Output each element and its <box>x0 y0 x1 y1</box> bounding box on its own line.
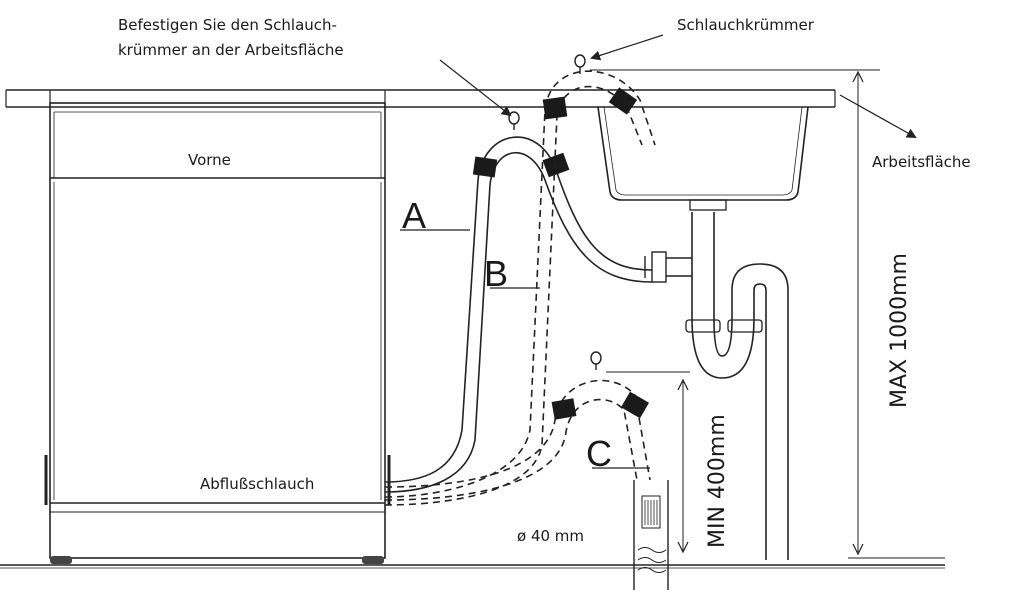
drain-spigot-connector <box>644 251 692 283</box>
max-height-label: MAX 1000mm <box>887 253 912 408</box>
hose-a-clamps <box>472 152 570 178</box>
attach-hose-bend-label-line2: krümmer an der Arbeitsfläche <box>118 41 344 59</box>
siphon-trap <box>685 212 789 560</box>
min-height-dimension <box>606 371 690 554</box>
hose-option-b-label: B <box>484 253 508 294</box>
dishwasher-cabinet <box>44 90 391 559</box>
leader-lines <box>400 34 917 469</box>
dishwasher-feet <box>50 556 384 564</box>
min-height-label: MIN 400mm <box>705 414 730 548</box>
max-height-dimension <box>590 69 945 559</box>
hose-b <box>384 70 656 506</box>
hose-a <box>384 136 653 493</box>
hose-bend-hook-c <box>590 351 602 370</box>
attach-hose-bend-label-line1: Befestigen Sie den Schlauch- <box>118 16 337 34</box>
drain-hose-label: Abflußschlauch <box>200 475 314 493</box>
hose-c-clamps <box>551 391 650 420</box>
floor-line <box>0 564 945 569</box>
front-label: Vorne <box>188 151 231 169</box>
worktop-slab <box>5 89 836 108</box>
sink-basin <box>597 106 809 211</box>
hose-bend-label: Schlauchkrümmer <box>677 16 815 34</box>
hose-bend-hook-a <box>508 111 520 130</box>
hose-option-a-label: A <box>402 195 426 236</box>
hose-bend-hook-b <box>574 54 586 74</box>
hose-c <box>384 379 651 501</box>
hose-option-c-label: C <box>586 433 612 474</box>
diameter-label: ø 40 mm <box>517 527 584 545</box>
floor-standpipe <box>633 480 669 590</box>
hose-b-clamps <box>542 87 638 120</box>
worktop-label: Arbeitsfläche <box>872 153 971 171</box>
